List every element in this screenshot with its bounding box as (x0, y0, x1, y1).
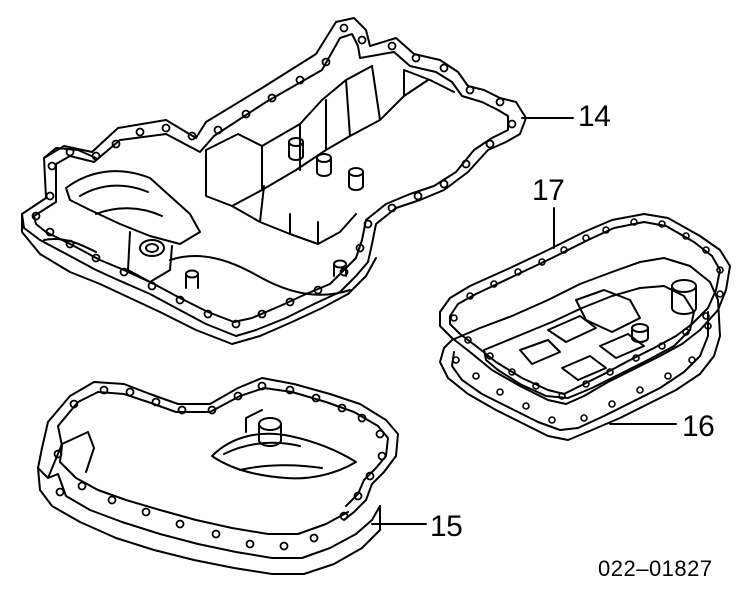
diagram-code: 022–01827 (598, 556, 713, 581)
callout-16: 16 (682, 410, 715, 443)
oil-pan-gasket (37, 377, 399, 575)
callout-14: 14 (578, 100, 611, 133)
callout-17: 17 (532, 174, 565, 207)
gasket (439, 213, 731, 405)
lower-oil-pan (439, 257, 721, 441)
upper-oil-pan (21, 17, 527, 345)
callout-15: 15 (430, 510, 463, 543)
